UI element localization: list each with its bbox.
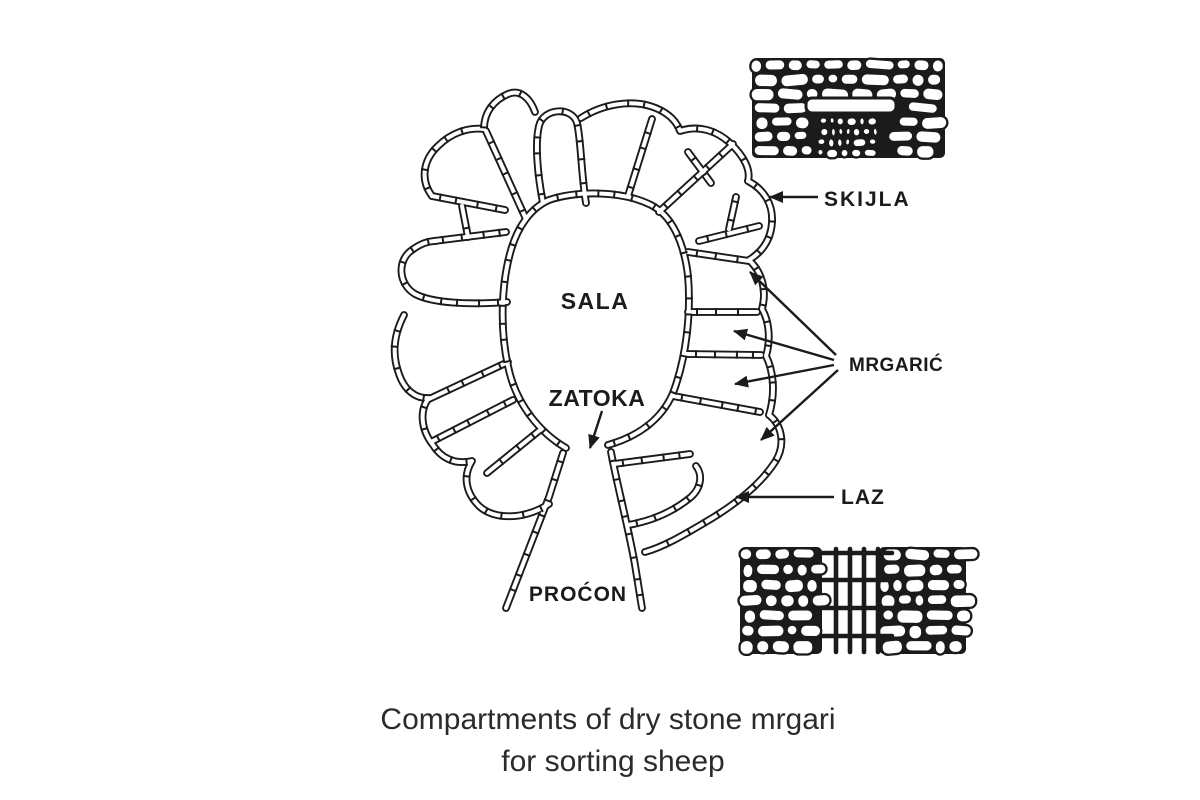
mrgaric-arrow-4-icon [760, 369, 839, 441]
label-zatoka: ZATOKA [549, 385, 646, 411]
mrgaric-arrow-2-icon [733, 328, 835, 362]
caption-line-2: for sorting sheep [501, 745, 724, 778]
caption-line-1: Compartments of dry stone mrgari [380, 703, 835, 736]
mrgaric-arrow-3-icon [734, 363, 835, 388]
label-procon: PROĆON [529, 582, 627, 606]
skijla-stone-wall-inset [749, 57, 949, 160]
label-skijla: SKIJLA [824, 188, 911, 211]
mrgaric-arrow-1-icon [749, 271, 837, 356]
label-mrgaric: MRGARIĆ [849, 354, 943, 376]
zatoka-arrow-icon [588, 410, 604, 449]
label-sala: SALA [561, 288, 630, 314]
plan-masonry-joints [390, 89, 786, 597]
laz-stone-gate-inset [737, 546, 980, 657]
figure-caption: Compartments of dry stone mrgari for sor… [380, 703, 835, 778]
label-laz: LAZ [841, 486, 885, 509]
plan-wall-cores [392, 90, 784, 610]
plan-wall-outlines [390, 88, 786, 612]
label-arrows [588, 191, 839, 503]
